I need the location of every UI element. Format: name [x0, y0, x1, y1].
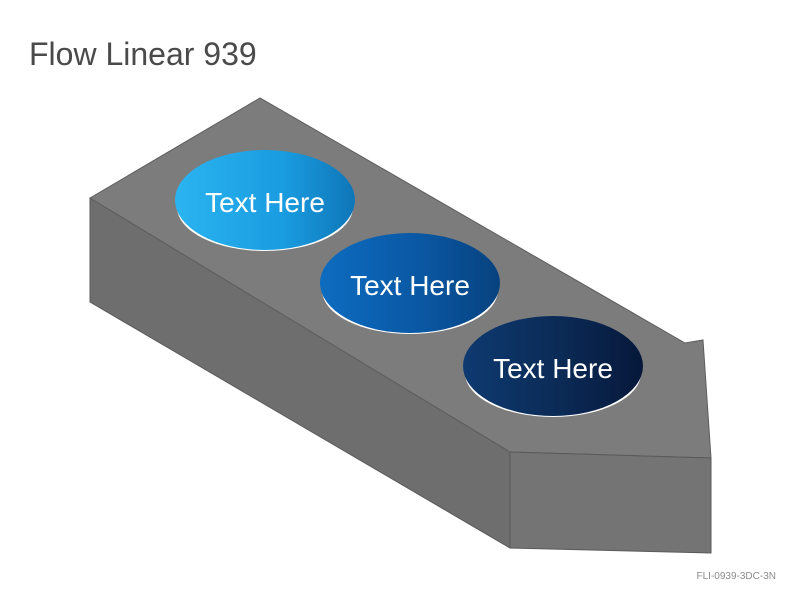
step-2-label: Text Here — [350, 270, 470, 301]
step-3[interactable]: Text Here — [463, 316, 643, 417]
step-1[interactable]: Text Here — [175, 150, 355, 251]
step-1-disc — [175, 150, 355, 250]
footer-code: FLI-0939-3DC-3N — [696, 571, 776, 582]
step-2-disc — [320, 233, 500, 333]
step-1-label: Text Here — [205, 187, 325, 218]
step-3-label: Text Here — [493, 353, 613, 384]
arrow-head-front-face — [509, 451, 712, 554]
step-2[interactable]: Text Here — [320, 233, 500, 334]
step-3-disc — [463, 316, 643, 416]
slide-title: Flow Linear 939 — [29, 36, 257, 72]
